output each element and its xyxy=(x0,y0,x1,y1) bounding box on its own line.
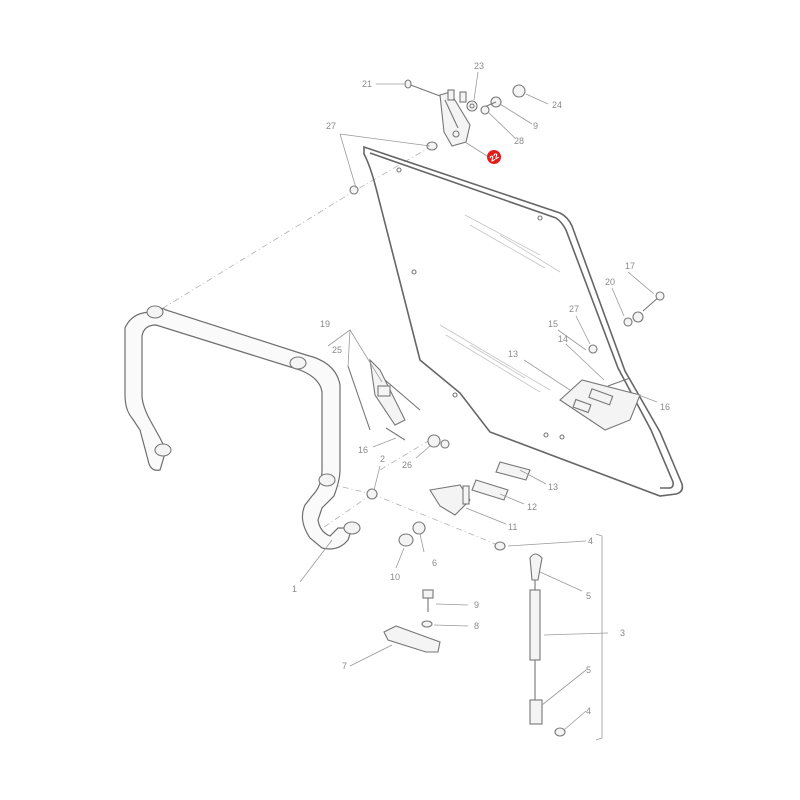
callout-3: 3 xyxy=(620,628,625,638)
handrail-tube-frame xyxy=(124,305,361,550)
callout-labels: 21 23 24 9 28 27 17 20 27 15 14 13 16 19… xyxy=(292,61,670,716)
lever-7 xyxy=(383,625,441,653)
bolt-14 xyxy=(607,377,631,387)
plate-12 xyxy=(471,479,509,501)
plate-13 xyxy=(495,461,531,481)
callout-21: 21 xyxy=(362,79,372,89)
callout-15: 15 xyxy=(548,319,558,329)
callout-17: 17 xyxy=(625,261,635,271)
right-latch-plate xyxy=(559,379,641,431)
callout-12: 12 xyxy=(527,502,537,512)
callout-25: 25 xyxy=(332,345,342,355)
callout-28: 28 xyxy=(514,136,524,146)
callout-9-top: 9 xyxy=(533,121,538,131)
bolt-9-lower xyxy=(422,589,434,612)
washer-2 xyxy=(366,488,378,500)
callout-1: 1 xyxy=(292,584,297,594)
callout-6: 6 xyxy=(432,558,437,568)
callout-20: 20 xyxy=(605,277,615,287)
top-hinge-bracket xyxy=(439,89,471,147)
callout-10: 10 xyxy=(390,572,400,582)
callout-13-lower: 13 xyxy=(548,482,558,492)
callout-8: 8 xyxy=(474,621,479,631)
callout-16-right: 16 xyxy=(660,402,670,412)
washer-27-right xyxy=(588,344,598,354)
washer-27-left xyxy=(349,185,359,195)
gas-strut xyxy=(494,541,566,737)
callout-5-upper: 5 xyxy=(586,591,591,601)
callout-2: 2 xyxy=(380,454,385,464)
washer-28 xyxy=(480,105,490,115)
nut-24 xyxy=(512,84,526,98)
cap-10 xyxy=(398,533,414,547)
callout-27-top: 27 xyxy=(326,121,336,131)
callout-7: 7 xyxy=(342,661,347,671)
callout-11: 11 xyxy=(508,522,517,532)
washer-8 xyxy=(421,620,433,628)
washer-20 xyxy=(623,311,644,327)
callout-13-upper: 13 xyxy=(508,349,518,359)
bracket-11 xyxy=(429,484,471,516)
assembly-guide-lines xyxy=(159,145,499,546)
strut-19-25 xyxy=(347,358,421,441)
callout-16-left: 16 xyxy=(358,445,368,455)
callout-26: 26 xyxy=(402,460,412,470)
callout-24: 24 xyxy=(552,100,562,110)
callout-5-lower: 5 xyxy=(586,665,591,675)
callout-23: 23 xyxy=(474,61,484,71)
callout-9-lower: 9 xyxy=(474,600,479,610)
callout-4-upper: 4 xyxy=(588,536,593,546)
leader-lines xyxy=(299,71,658,741)
callout-19: 19 xyxy=(320,319,330,329)
nut-26 xyxy=(427,434,450,449)
callout-22-highlighted[interactable]: 22 xyxy=(487,150,501,164)
nut-6 xyxy=(412,521,426,535)
bolt-21 xyxy=(404,79,441,97)
callout-27-right: 27 xyxy=(569,304,579,314)
bolt-17 xyxy=(642,291,665,312)
callout-14: 14 xyxy=(558,334,568,344)
callout-4-lower: 4 xyxy=(586,706,591,716)
washer-23 xyxy=(466,100,478,112)
glass-panel xyxy=(363,145,684,497)
